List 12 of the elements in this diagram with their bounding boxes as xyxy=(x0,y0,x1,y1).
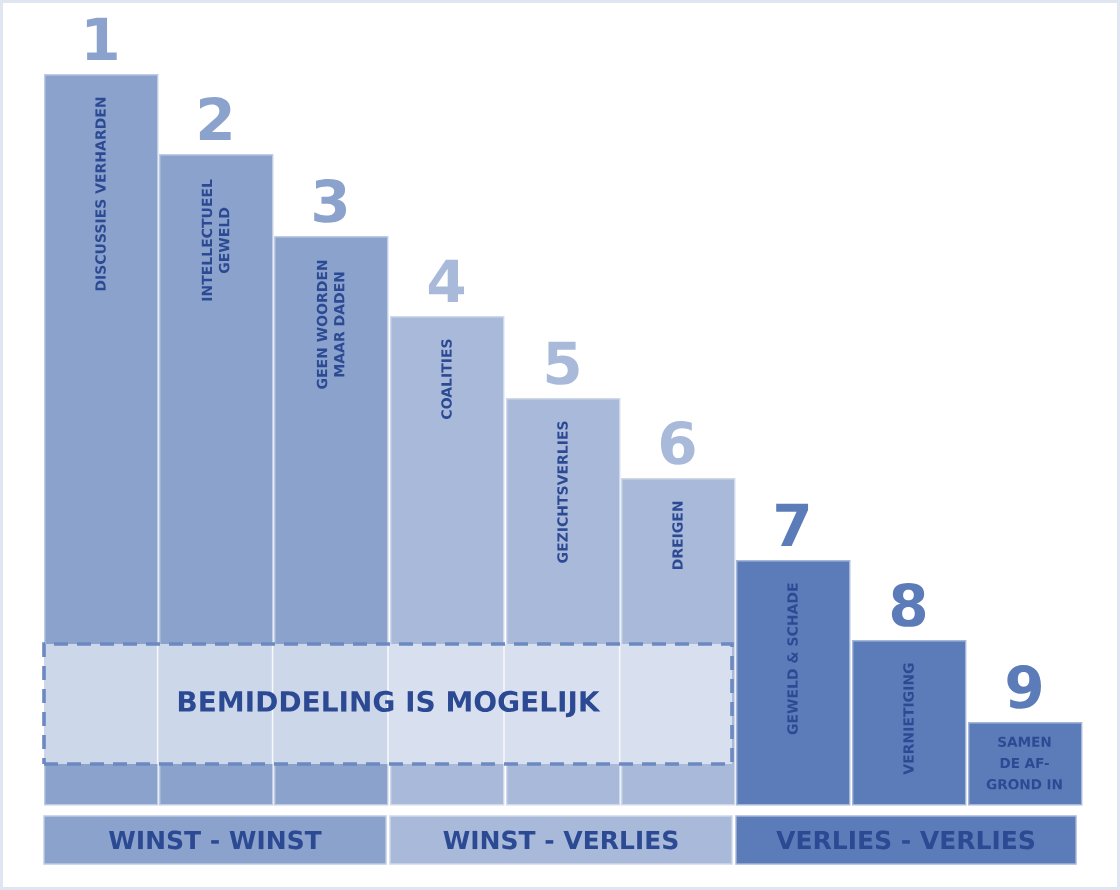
label-band: WINST - VERLIES xyxy=(389,815,733,865)
label-band: WINST - WINST xyxy=(43,815,387,865)
dashed-box: BEMIDDELING IS MOGELIJK xyxy=(42,642,734,766)
step-number: 2 xyxy=(199,96,231,140)
step-number: 4 xyxy=(428,259,465,302)
step-number: 1 xyxy=(86,17,117,60)
step-number: 9 xyxy=(1007,665,1041,709)
step-number: 8 xyxy=(891,583,926,627)
step-number: 5 xyxy=(546,341,579,385)
step-number: 3 xyxy=(314,178,347,223)
step-number: 6 xyxy=(660,421,695,465)
step-number: 7 xyxy=(776,503,809,546)
